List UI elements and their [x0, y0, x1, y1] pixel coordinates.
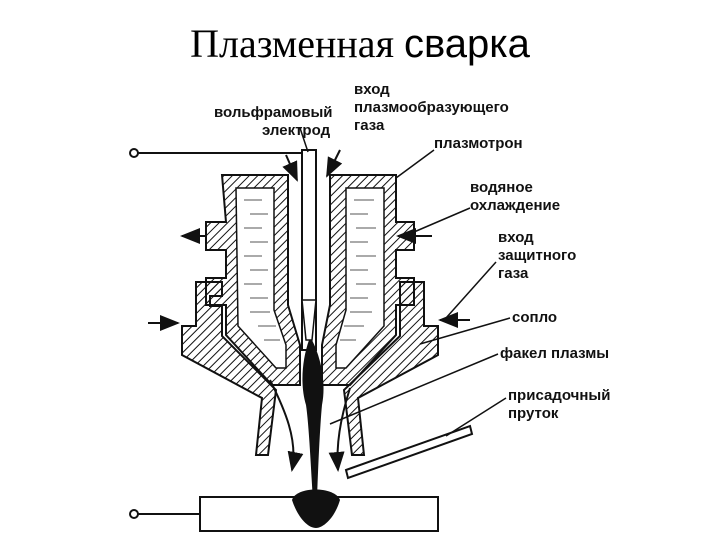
label-electrode: вольфрамовый электрод	[214, 104, 333, 139]
tungsten-electrode	[301, 149, 317, 351]
shield-gas-arrows	[148, 312, 470, 331]
label-water-cooling: водяное охлаждение	[470, 179, 560, 214]
svg-text:плазмообразующего: плазмообразующего	[354, 99, 509, 116]
svg-text:сопло: сопло	[512, 309, 557, 326]
svg-text:газа: газа	[354, 117, 385, 134]
svg-text:водяное: водяное	[470, 179, 533, 196]
label-filler-rod: присадочный пруток	[508, 387, 610, 422]
gas-flow-arrows	[269, 149, 351, 472]
svg-text:защитного: защитного	[498, 247, 576, 264]
svg-text:плазмотрон: плазмотрон	[434, 135, 523, 152]
nozzle-left	[181, 281, 278, 456]
svg-text:охлаждение: охлаждение	[470, 197, 560, 214]
filler-rod	[344, 424, 474, 480]
svg-text:факел плазмы: факел плазмы	[500, 345, 609, 362]
leader-lines	[299, 127, 511, 437]
label-plasma-gas-inlet: вход плазмообразующего газа	[354, 81, 509, 134]
svg-text:электрод: электрод	[262, 122, 331, 139]
svg-text:присадочный: присадочный	[508, 387, 610, 404]
title-part-serif: Плазменная	[190, 21, 404, 66]
label-shield-gas-inlet: вход защитного газа	[498, 229, 576, 282]
electrode-wire	[129, 148, 302, 158]
svg-text:вход: вход	[354, 81, 390, 98]
workpiece	[129, 489, 439, 532]
label-nozzle: сопло	[512, 309, 557, 326]
plasma-jet	[302, 340, 324, 500]
label-plasma-torch: факел плазмы	[500, 345, 609, 362]
svg-text:вход: вход	[498, 229, 534, 246]
svg-text:газа: газа	[498, 265, 529, 282]
svg-text:вольфрамовый: вольфрамовый	[214, 104, 333, 121]
plasmatron-right	[321, 174, 415, 386]
title-part-sans: сварка	[403, 22, 530, 66]
label-plasmatron: плазмотрон	[434, 135, 523, 152]
nozzle-right	[342, 281, 439, 456]
svg-text:пруток: пруток	[508, 405, 559, 422]
page-title: Плазменная сварка	[0, 20, 720, 67]
